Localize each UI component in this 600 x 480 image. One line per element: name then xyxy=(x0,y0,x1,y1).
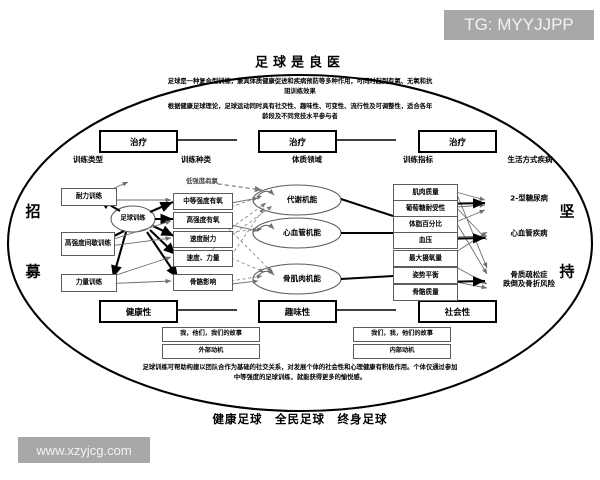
column-label-training-type: 训练类型 xyxy=(73,155,103,164)
training-kind-low-aerobic: 低强度有氧 xyxy=(186,176,218,185)
hub-to-kind-arrows xyxy=(146,201,179,279)
header-box-treatment-2[interactable]: 治疗 xyxy=(258,130,337,153)
side-char-persist-bottom: 持 xyxy=(559,262,575,281)
indicator-to-disease-thin xyxy=(455,191,488,290)
story-box-internal-motivation[interactable]: 内部动机 xyxy=(353,344,451,359)
training-kind-bone-impact[interactable]: 骨骼影响 xyxy=(173,274,233,291)
page-title: 足球是良医 xyxy=(254,55,346,71)
indicator-glucose-tolerance[interactable]: 葡萄糖耐受性 xyxy=(393,200,458,217)
indicator-body-fat-percent[interactable]: 体脂百分比 xyxy=(393,216,458,233)
column-label-fitness-domain: 体质领域 xyxy=(292,155,322,164)
story-box-external-motivation[interactable]: 外部动机 xyxy=(162,344,260,359)
fitness-domain-cardiovascular[interactable]: 心血管机能 xyxy=(283,227,321,237)
indicator-blood-pressure[interactable]: 血压 xyxy=(393,232,458,249)
bottom-box-enjoyment[interactable]: 趣味性 xyxy=(258,300,337,323)
indicator-vo2max[interactable]: 最大摄氧量 xyxy=(393,250,458,267)
side-char-recruit-top: 招 xyxy=(25,202,41,221)
intro-paragraph-1: 足球是一种复合型训练，兼具体质健康促进和疾病预防等多种作用，可同时起到有氧、无氧… xyxy=(167,78,433,95)
training-type-strength[interactable]: 力量训练 xyxy=(61,274,117,292)
disease-cardiovascular: 心血管疾病 xyxy=(510,228,548,238)
story-box-left-narrative[interactable]: 我，他们，我们的故事 xyxy=(162,327,260,342)
disease-type2-diabetes: 2-型糖尿病 xyxy=(510,193,548,203)
training-type-hiit[interactable]: 高强度间歇训练 xyxy=(61,232,115,256)
outro-paragraph: 足球训练可帮助构建以团队合作为基础的社交关系，对发展个体的社会性和心理健康有积极… xyxy=(142,364,458,381)
column-label-lifestyle-disease: 生活方式疾病 xyxy=(507,155,553,164)
domain-self-loops xyxy=(257,188,275,277)
fitness-domain-musculoskeletal[interactable]: 骨肌肉机能 xyxy=(283,273,321,283)
training-kind-speed-strength[interactable]: 速度、力量 xyxy=(173,250,233,267)
training-kind-moderate-aerobic[interactable]: 中等强度有氧 xyxy=(173,193,233,210)
center-node-label: 足球训练 xyxy=(120,214,146,222)
training-kind-high-aerobic[interactable]: 高强度有氧 xyxy=(173,212,233,229)
training-type-endurance[interactable]: 耐力训练 xyxy=(61,188,117,206)
training-kind-speed-endurance[interactable]: 速度耐力 xyxy=(173,231,233,248)
indicator-muscle-mass[interactable]: 肌肉质量 xyxy=(393,184,458,201)
domain-to-indicator-bold xyxy=(340,198,394,280)
indicator-bone-mass[interactable]: 骨骼质量 xyxy=(393,284,458,301)
bottom-slogan: 健康足球 全民足球 终身足球 xyxy=(212,412,388,426)
low-intensity-dashed-link xyxy=(203,181,263,193)
indicator-postural-balance[interactable]: 姿势平衡 xyxy=(393,267,458,284)
url-watermark: www.xzyjcg.com xyxy=(18,437,150,463)
header-box-treatment-1[interactable]: 治疗 xyxy=(99,130,178,153)
header-box-treatment-3[interactable]: 治疗 xyxy=(418,130,497,153)
bottom-box-sociality[interactable]: 社会性 xyxy=(418,300,497,323)
disease-osteoporosis-falls: 骨质疏松症 跌倒及骨折风险 xyxy=(503,269,555,288)
bottom-box-healthiness[interactable]: 健康性 xyxy=(99,300,178,323)
column-label-training-kind: 训练种类 xyxy=(181,155,211,164)
side-char-recruit-bottom: 募 xyxy=(25,262,41,281)
telegram-watermark: TG: MYYJJPP xyxy=(444,10,594,40)
column-label-training-indicator: 训练指标 xyxy=(403,155,433,164)
story-box-right-narrative[interactable]: 我们，我，他们的故事 xyxy=(353,327,451,342)
kind-to-domain-solid xyxy=(230,196,259,285)
fitness-domain-metabolic[interactable]: 代谢机能 xyxy=(286,194,318,204)
side-char-persist-top: 坚 xyxy=(559,202,575,221)
intro-paragraph-2: 根据健康足球理论，足球运动同时具有社交性、趣味性、可变性、流行性及可调整性，适合… xyxy=(167,103,433,120)
outer-ellipse xyxy=(6,73,594,413)
